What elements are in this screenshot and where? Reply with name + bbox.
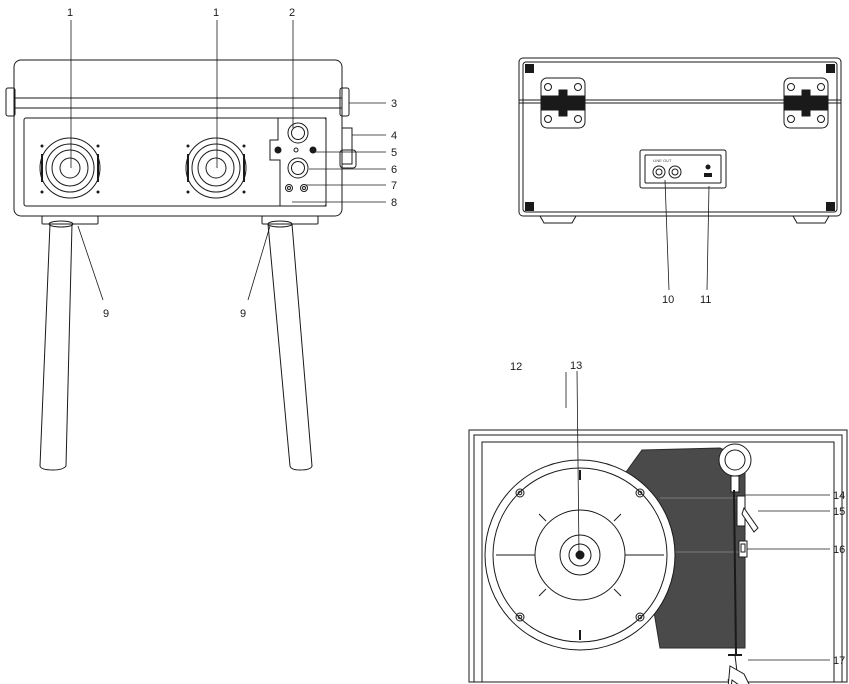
tonearm-counterweight (718, 443, 752, 477)
leg-right (267, 223, 313, 471)
side-switch (341, 127, 353, 165)
callout-14: 14 (833, 490, 845, 502)
indicator-right (309, 146, 317, 154)
rear-foot-left (539, 215, 577, 224)
hinge-right (783, 77, 829, 129)
callout-3: 3 (391, 98, 397, 110)
rear-corners (525, 64, 835, 211)
headshell (727, 665, 750, 684)
rear-view: LINE OUT (518, 57, 842, 224)
callout-6: 6 (391, 164, 397, 176)
callout-9b: 9 (240, 308, 246, 320)
function-knob (287, 157, 309, 179)
jack-left (285, 184, 293, 192)
callout-15: 15 (833, 506, 845, 518)
indicator-center (293, 147, 299, 153)
volume-knob (287, 122, 309, 144)
right-handle (339, 87, 350, 117)
platter (484, 459, 676, 651)
line-out-jack-right (668, 165, 682, 179)
speaker-right (185, 137, 247, 199)
callout-11: 11 (700, 294, 711, 306)
callout-1b: 1 (213, 7, 219, 19)
rear-cabinet (518, 57, 842, 217)
top-view (468, 429, 848, 684)
speaker-left (39, 137, 101, 199)
callout-16: 16 (833, 544, 845, 556)
callout-5: 5 (391, 147, 397, 159)
callout-17: 17 (833, 655, 845, 667)
cue-lever (741, 506, 759, 533)
dc-jack (705, 164, 711, 170)
callout-numbers: 1 1 2 3 4 5 6 7 8 9 9 10 11 12 13 14 15 … (67, 7, 845, 667)
left-handle (5, 87, 16, 117)
callout-1a: 1 (67, 7, 73, 19)
grille-panel (23, 117, 327, 207)
front-view (5, 59, 357, 471)
leader-lines (70, 20, 830, 661)
line-out-jack-left (652, 165, 666, 179)
callout-9a: 9 (103, 308, 109, 320)
callout-12: 12 (510, 361, 522, 373)
tonearm (718, 443, 759, 684)
callout-4: 4 (391, 130, 397, 142)
leg-left (39, 223, 73, 471)
line-out-label: LINE OUT (653, 158, 672, 163)
hinge-left (540, 77, 586, 129)
tonearm-clip (738, 540, 748, 558)
callout-10: 10 (662, 294, 674, 306)
control-panel (269, 117, 327, 207)
callout-13: 13 (570, 360, 582, 372)
rear-connector-panel (639, 149, 727, 189)
callout-7: 7 (391, 180, 397, 192)
rear-foot-right (792, 215, 830, 224)
callout-2: 2 (289, 7, 295, 19)
indicator-left (274, 146, 282, 154)
callout-8: 8 (391, 197, 397, 209)
jack-right (300, 184, 308, 192)
